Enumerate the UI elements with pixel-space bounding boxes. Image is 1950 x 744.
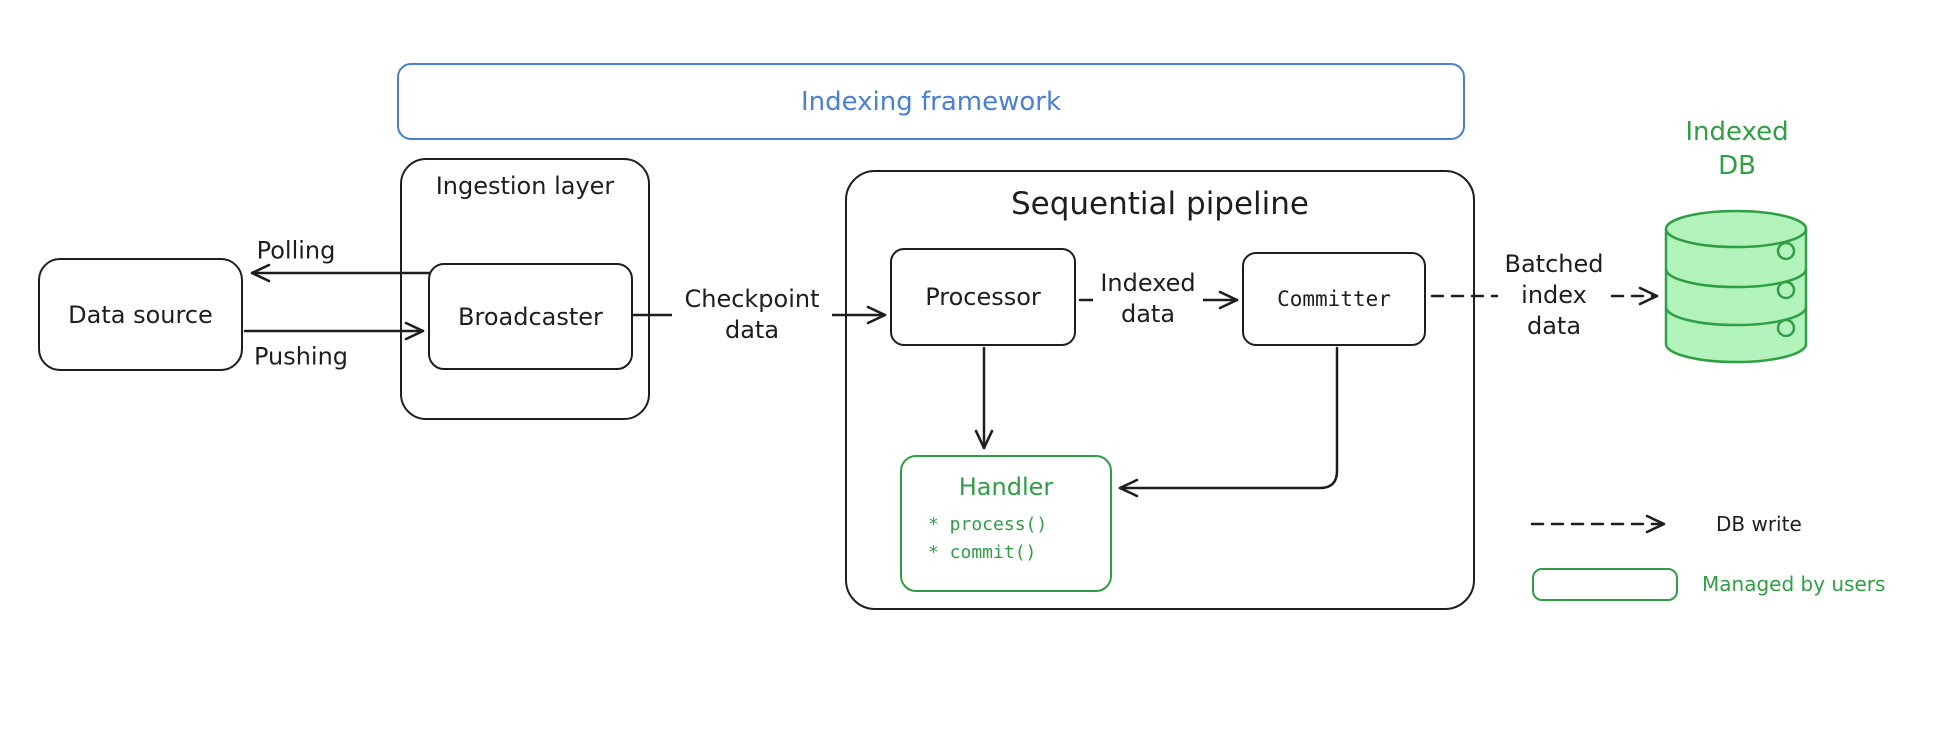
handler-node: Handler * process() * commit() <box>900 455 1112 592</box>
data-source-node: Data source <box>38 258 243 371</box>
handler-item-commit: * commit() <box>928 541 1037 563</box>
polling-edge-label: Polling <box>256 236 336 265</box>
batched-index-data-edge-label: Batched index data <box>1498 247 1610 345</box>
db-cylinder-top <box>1664 209 1808 249</box>
db-cylinder-separator <box>1664 306 1808 327</box>
indexed-db-label: Indexed DB <box>1685 117 1789 181</box>
pushing-edge-label: Pushing <box>253 342 349 371</box>
sequential-pipeline-box: Sequential pipeline <box>845 170 1475 610</box>
legend-managed-by-users-label: Managed by users <box>1702 572 1886 596</box>
legend-db-write-label: DB write <box>1716 512 1802 536</box>
handler-items: * process() * commit() <box>902 511 1110 567</box>
sequential-pipeline-title: Sequential pipeline <box>1010 186 1309 222</box>
indexed-data-edge-label: Indexed data <box>1093 265 1203 333</box>
ingestion-layer-title: Ingestion layer <box>435 172 615 200</box>
db-disk-dot <box>1776 318 1796 338</box>
checkpoint-data-edge-label: Checkpoint data <box>672 281 832 349</box>
broadcaster-node: Broadcaster <box>428 263 633 370</box>
processor-node: Processor <box>890 248 1076 346</box>
processor-label: Processor <box>925 283 1041 311</box>
committer-label: Committer <box>1277 287 1391 311</box>
db-cylinder-body <box>1664 229 1808 364</box>
broadcaster-label: Broadcaster <box>458 302 603 331</box>
ingestion-layer-box: Ingestion layer <box>400 158 650 420</box>
db-disk-dot <box>1776 280 1796 300</box>
db-disk-dot <box>1776 241 1796 261</box>
legend-managed-swatch <box>1532 568 1678 601</box>
handler-title: Handler <box>958 473 1054 501</box>
data-source-label: Data source <box>68 300 213 329</box>
committer-node: Committer <box>1242 252 1426 346</box>
handler-item-process: * process() <box>928 514 1048 535</box>
indexing-framework-box: Indexing framework <box>397 63 1465 140</box>
indexing-framework-title: Indexing framework <box>800 86 1062 117</box>
db-cylinder-separator <box>1664 268 1808 289</box>
committer-to-handler-arrow <box>1118 346 1339 498</box>
indexed-db-icon <box>1664 209 1808 364</box>
